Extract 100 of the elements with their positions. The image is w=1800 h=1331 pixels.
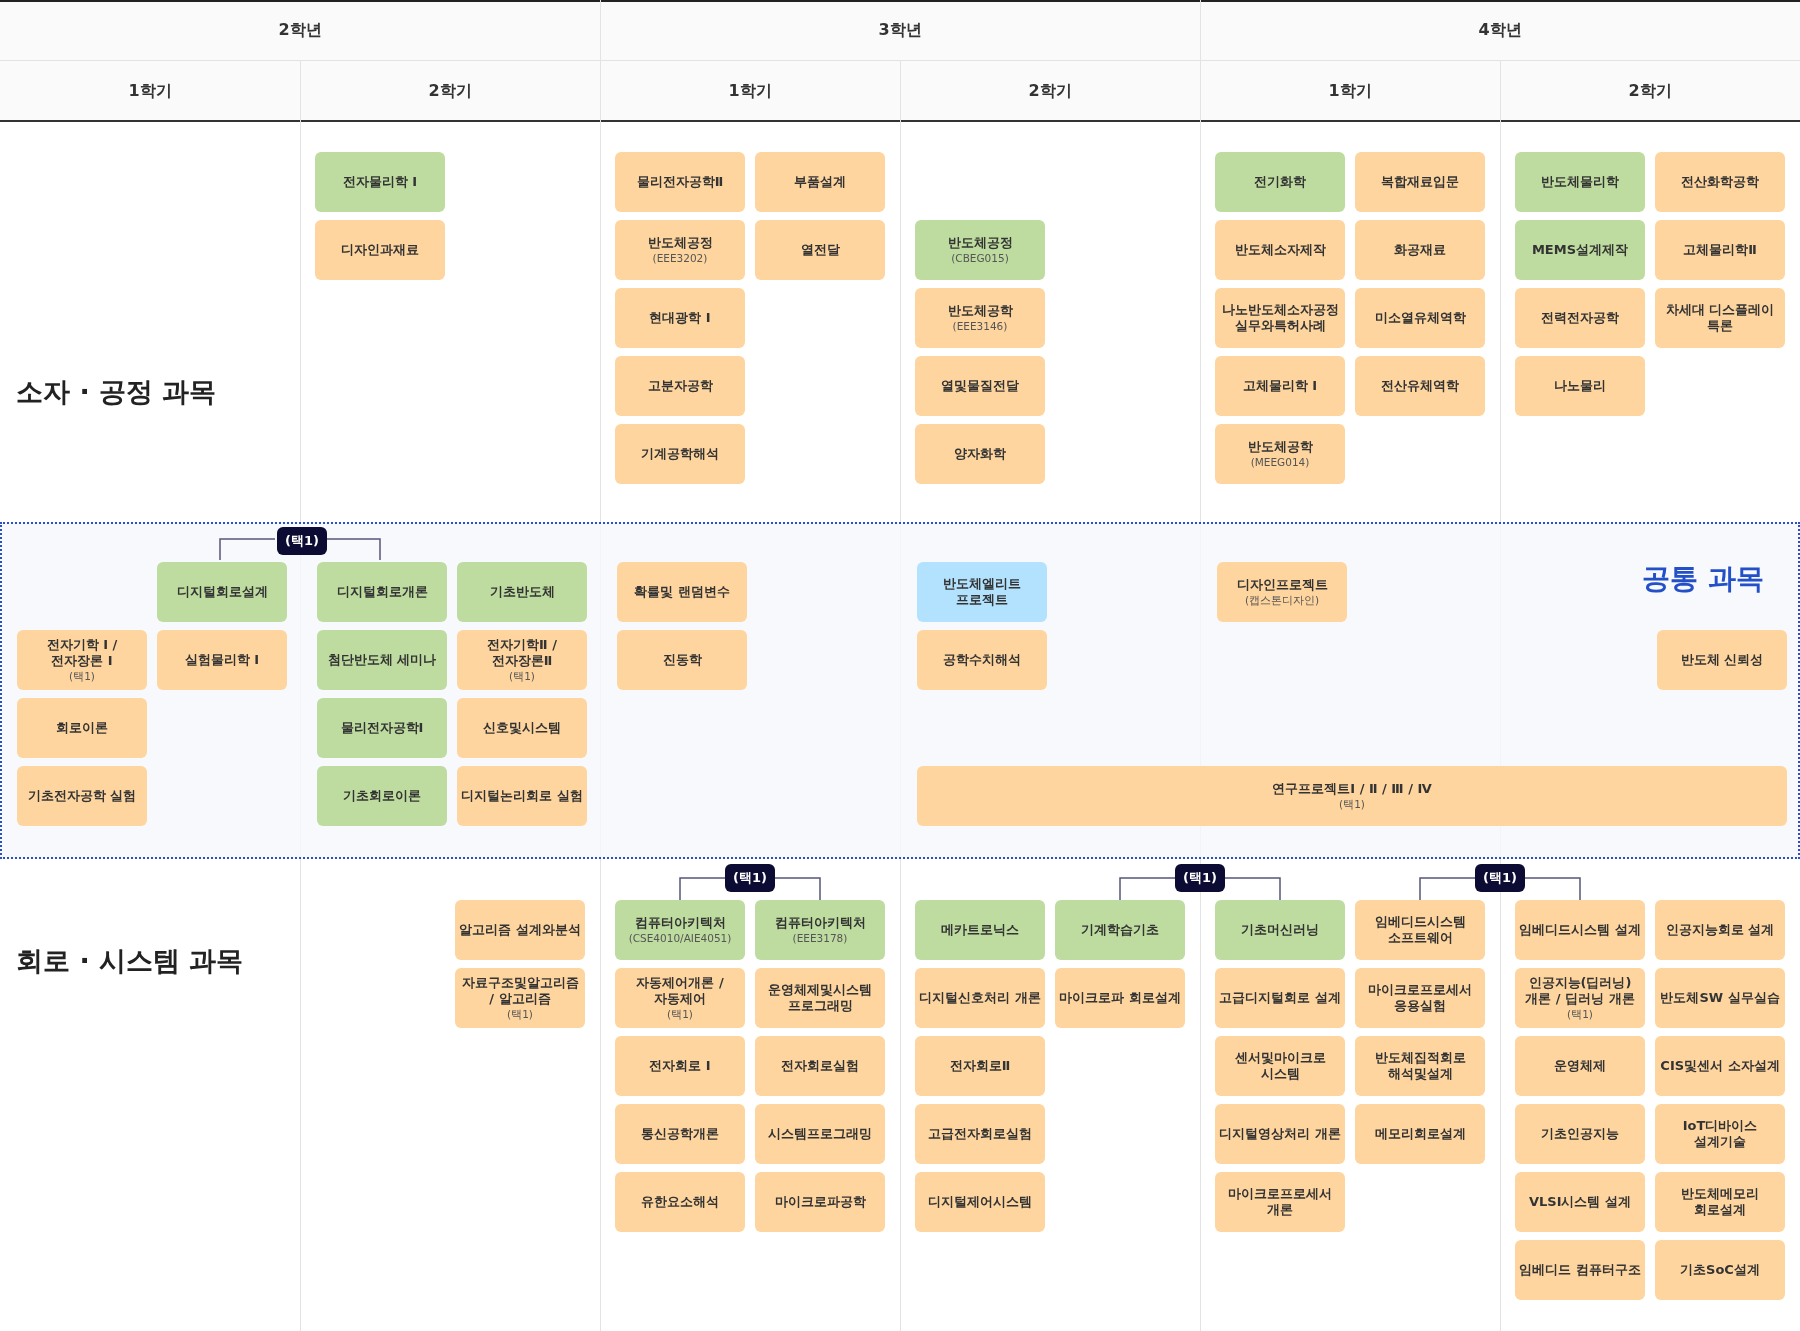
course-box — [1215, 1172, 1345, 1232]
course-name: 반도체공학 — [1247, 439, 1313, 456]
course-name: 확률및 랜덤변수 — [634, 583, 730, 601]
course-name: 메모리회로설계 — [1374, 1125, 1466, 1143]
course-note: (택1) — [1567, 1007, 1593, 1021]
bracket-connector — [1419, 877, 1476, 901]
course-note: (택1) — [667, 1007, 693, 1021]
course-box — [917, 766, 1787, 826]
course-name: 컴퓨터아키텍처 — [634, 915, 726, 932]
bracket-connector — [324, 538, 381, 561]
semester-header: 1학기 — [1328, 80, 1372, 102]
course-box — [755, 1036, 885, 1096]
course-box — [157, 562, 287, 622]
course-name: 전자회로Ⅱ — [949, 1057, 1011, 1075]
course-name: 인공지능(딥러닝)개론 / 딥러닝 개론 — [1524, 975, 1636, 1008]
course-name: 반도체메모리 회로설계 — [1680, 1185, 1760, 1219]
course-name: 기초회로이론 — [343, 787, 421, 805]
course-name: 알고리즘 설계와분석 — [459, 921, 581, 939]
course-name: VLSI시스템 설계 — [1528, 1193, 1632, 1211]
course-box — [1655, 1240, 1785, 1300]
course-name: 기초반도체 — [489, 583, 555, 601]
year-header: 3학년 — [878, 19, 922, 41]
course-name: 반도체공학 — [947, 303, 1013, 320]
course-name: 양자화학 — [954, 445, 1006, 463]
course-name: 복합재료입문 — [1381, 173, 1459, 191]
course-note: (택1) — [69, 669, 95, 683]
course-name: 인공지능회로 설계 — [1665, 921, 1775, 939]
course-name: 전기화학 — [1254, 173, 1306, 191]
common-course-panel — [0, 522, 1800, 859]
course-name: 나노물리 — [1554, 377, 1606, 395]
course-name: 실험물리학 Ⅰ — [184, 651, 260, 669]
course-box — [1355, 288, 1485, 348]
course-box — [17, 698, 147, 758]
course-name: 운영체제 — [1554, 1057, 1606, 1075]
course-name: 운영체제및시스템 프로그래밍 — [767, 981, 873, 1015]
bracket-connector — [1224, 877, 1281, 901]
course-box — [1515, 356, 1645, 416]
course-note: (CBEG015) — [951, 251, 1009, 265]
course-name: 나노반도체소자공정 실무와특허사례 — [1220, 301, 1340, 335]
course-box — [1055, 900, 1185, 960]
course-box — [755, 900, 885, 960]
course-name: IoT디바이스 설계기술 — [1681, 1117, 1759, 1151]
course-box — [755, 152, 885, 212]
course-box — [917, 630, 1047, 690]
course-box — [1657, 630, 1787, 690]
course-note: (EEE3146) — [952, 319, 1008, 333]
course-box — [457, 562, 587, 622]
semester-header: 2학기 — [428, 80, 472, 102]
course-box — [1355, 1036, 1485, 1096]
course-box — [1655, 900, 1785, 960]
course-box — [755, 968, 885, 1028]
course-box — [1215, 968, 1345, 1028]
course-name: 물리전자공학I — [340, 719, 424, 737]
course-box — [915, 288, 1045, 348]
choice-badge: (택1) — [277, 527, 327, 555]
course-box — [1215, 1036, 1345, 1096]
course-box — [915, 1104, 1045, 1164]
course-box — [615, 220, 745, 280]
course-name: 디지털제어시스템 — [928, 1193, 1032, 1211]
course-name: CIS및센서 소자설계 — [1660, 1057, 1780, 1075]
course-box — [615, 424, 745, 484]
course-name: 전자물리학 Ⅰ — [342, 173, 418, 191]
course-box — [157, 630, 287, 690]
course-box — [1655, 288, 1785, 348]
semester-header: 1학기 — [128, 80, 172, 102]
course-box — [1355, 152, 1485, 212]
course-note: (EEE3178) — [792, 931, 848, 945]
course-name: 디지털영상처리 개론 — [1219, 1125, 1341, 1143]
course-name: 고분자공학 — [647, 377, 713, 395]
course-note: (EEE3202) — [652, 251, 708, 265]
course-box — [1215, 1104, 1345, 1164]
course-box — [1655, 1104, 1785, 1164]
course-box — [915, 1172, 1045, 1232]
course-name: 마이크로프로세서 개론 — [1227, 1185, 1333, 1219]
semester-header: 2학기 — [1628, 80, 1672, 102]
course-box — [17, 630, 147, 690]
course-box — [915, 900, 1045, 960]
course-name: 디지털회로설계 — [176, 583, 268, 601]
year-header: 2학년 — [278, 19, 322, 41]
course-name: 임베디드시스템 설계 — [1519, 921, 1641, 939]
course-note: (캡스톤디자인) — [1244, 593, 1320, 607]
bracket-connector — [774, 877, 821, 901]
course-name: MEMS설계제작 — [1531, 241, 1629, 259]
course-box — [617, 562, 747, 622]
course-box — [1215, 900, 1345, 960]
course-name: 첨단반도체 세미나 — [327, 651, 437, 669]
course-box — [615, 1036, 745, 1096]
course-name: 진동학 — [662, 651, 702, 669]
course-name: 반도체물리학 — [1541, 173, 1619, 191]
course-name: 기계공학해석 — [641, 445, 719, 463]
course-name: 자료구조및알고리즘 / 알고리즘 — [460, 975, 580, 1008]
section-title: 공통 과목 — [1642, 561, 1764, 597]
course-name: 메카트로닉스 — [941, 921, 1019, 939]
course-box — [1217, 562, 1347, 622]
course-box — [1655, 1172, 1785, 1232]
course-name: 전자기학Ⅱ / 전자장론Ⅱ — [486, 637, 558, 670]
course-box — [1355, 356, 1485, 416]
course-box — [1515, 900, 1645, 960]
course-name: 반도체공정 — [947, 235, 1013, 252]
course-name: 부품설계 — [794, 173, 846, 191]
